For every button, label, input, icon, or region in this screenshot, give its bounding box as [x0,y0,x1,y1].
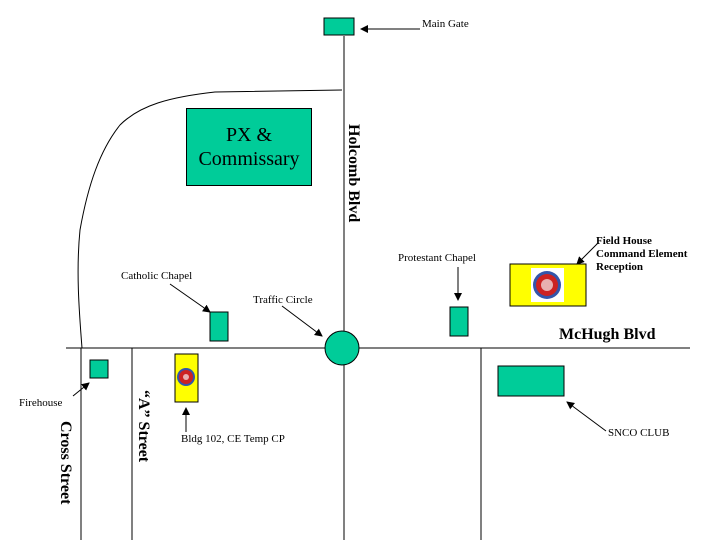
traffic-circle-marker [324,330,360,366]
field-house-arrow [576,242,599,265]
holcomb-blvd-label: Holcomb Blvd [345,124,362,223]
curved-road [77,89,343,349]
protestant-chapel-label: Protestant Chapel [398,252,476,264]
mchugh-blvd-label: McHugh Blvd [559,326,656,343]
protestant-chapel-building [449,306,469,337]
field-house-line1: Field House [596,235,652,247]
a-street-label: “A” Street [135,390,152,463]
traffic-circle-label: Traffic Circle [253,294,313,306]
snco-club-label: SNCO CLUB [608,427,670,439]
unit-emblem-icon [177,368,195,386]
firehouse-arrow [72,382,90,397]
field-house-label: Field House Command Element Reception [596,235,687,274]
snco-club-building [497,365,565,397]
snco-club-arrow [566,401,607,432]
catholic-chapel-building [209,311,229,342]
field-house-line3: Reception [596,261,644,273]
main-gate-label: Main Gate [422,18,469,30]
px-label-line1: PX & [225,124,273,146]
firehouse-building [89,359,109,379]
catholic-chapel-arrow [169,283,211,313]
cross-street-label: Cross Street [57,421,74,505]
traffic-circle-arrow [281,305,323,337]
bldg-102-label: Bldg 102, CE Temp CP [181,433,285,445]
unit-emblem-icon [531,268,564,302]
firehouse-label: Firehouse [19,397,63,409]
catholic-chapel-label: Catholic Chapel [121,270,193,282]
px-commissary-building: PX & Commissary [186,108,312,186]
field-house-line2: Command Element [596,248,688,260]
main-gate-building [323,17,355,36]
px-label-line2: Commissary [198,148,300,170]
